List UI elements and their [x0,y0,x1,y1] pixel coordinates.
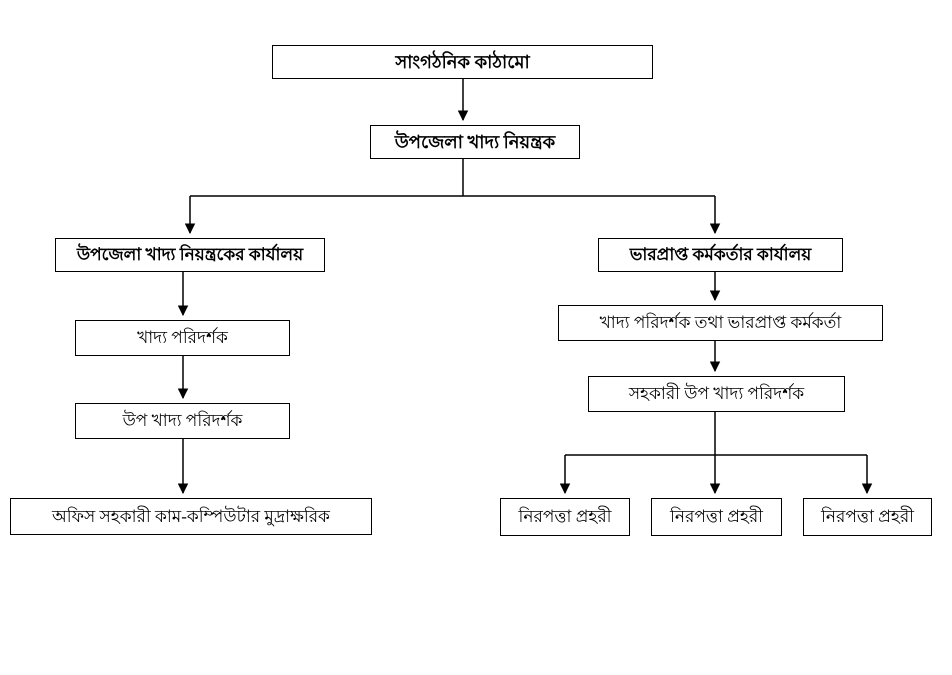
node-security-guard-1: নিরপত্তা প্রহরী [500,498,630,536]
node-office-assistant-cum-computer-typist: অফিস সহকারী কাম-কম্পিউটার মুদ্রাক্ষরিক [10,498,372,535]
node-assistant-sub-food-inspector: সহকারী উপ খাদ্য পরিদর্শক [588,376,845,412]
node-security-guard-3: নিরপত্তা প্রহরী [803,498,932,536]
node-upazila-food-controller: উপজেলা খাদ্য নিয়ন্ত্রক [370,125,580,159]
node-organizational-structure: সাংগঠনিক কাঠামো [272,45,653,79]
node-sub-food-inspector: উপ খাদ্য পরিদর্শক [75,403,290,439]
node-food-inspector-officer-in-charge: খাদ্য পরিদর্শক তথা ভারপ্রাপ্ত কর্মকর্তা [558,305,883,341]
node-food-inspector: খাদ্য পরিদর্শক [75,320,290,356]
node-officer-in-charge-office: ভারপ্রাপ্ত কর্মকর্তার কার্যালয় [598,238,843,272]
node-upazila-food-controller-office: উপজেলা খাদ্য নিয়ন্ত্রকের কার্যালয় [55,238,325,272]
node-security-guard-2: নিরপত্তা প্রহরী [651,498,782,536]
